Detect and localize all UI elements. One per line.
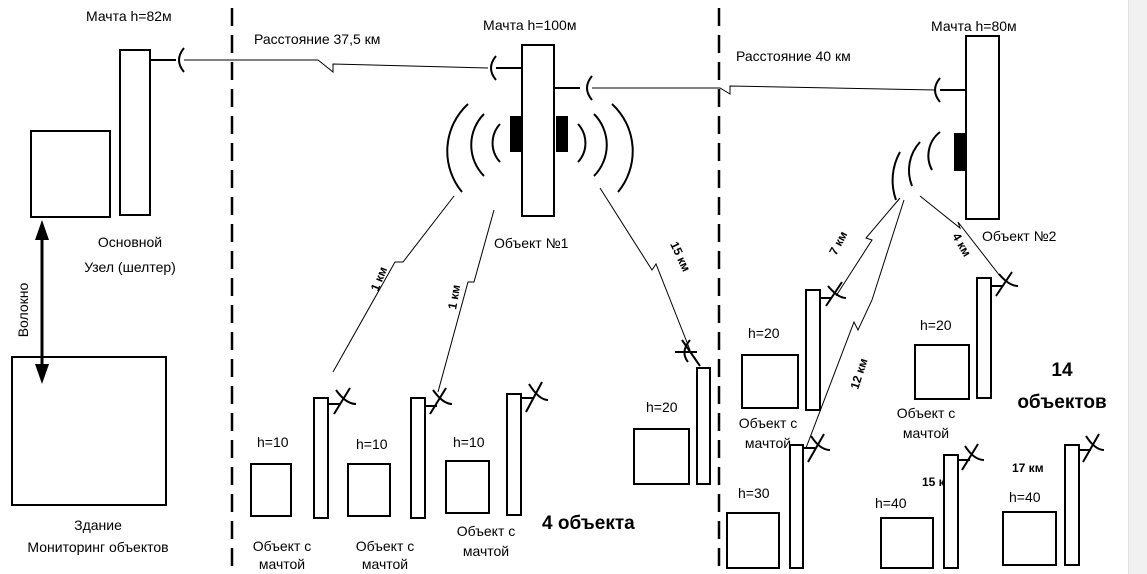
- main-node-label-line2: Узел (шелтер): [84, 259, 176, 275]
- link-label-7km: 7 км: [826, 229, 850, 258]
- svg-text:Объект с: Объект с: [457, 523, 516, 539]
- link-label-15km: 15 км: [667, 239, 693, 274]
- antenna-icon: [150, 47, 185, 73]
- distance-2-label: Расстояние 40 км: [736, 48, 851, 64]
- group-2-count-line1: 14: [1051, 360, 1073, 381]
- main-node-label-line1: Основной: [98, 234, 162, 250]
- window-edge: [1128, 0, 1147, 574]
- fiber-link-arrow: [35, 220, 49, 384]
- antenna-icon: [425, 387, 453, 415]
- building-label-line1: Здание: [74, 517, 122, 533]
- svg-text:Объект с: Объект с: [739, 415, 798, 431]
- svg-text:h=20: h=20: [748, 325, 780, 341]
- svg-text:мачтой: мачтой: [903, 425, 949, 441]
- svg-text:мачтой: мачтой: [259, 556, 305, 572]
- svg-text:h=40: h=40: [1009, 489, 1041, 505]
- antenna-icon: [328, 387, 357, 415]
- object-2-mast-label: Мачта h=80м: [931, 18, 1017, 34]
- svg-text:h=10: h=10: [356, 436, 388, 452]
- object-2-label: Объект №2: [982, 228, 1057, 244]
- radio-link-7km: [835, 197, 901, 297]
- svg-text:мачтой: мачтой: [463, 543, 509, 559]
- svg-text:h=20: h=20: [646, 399, 678, 415]
- object-with-mast: h=20 Объект с мачтой: [739, 281, 847, 451]
- radio-link-backbone-1: [184, 59, 489, 74]
- object-1-panel-right: [556, 116, 568, 152]
- monitoring-building: [11, 356, 167, 506]
- object-1-mast-label: Мачта h=100м: [483, 17, 576, 33]
- svg-text:h=20: h=20: [920, 317, 952, 333]
- building-label-line2: Мониторинг объектов: [27, 539, 168, 555]
- radio-waves-right: [577, 103, 634, 193]
- antenna-icon: [675, 339, 701, 367]
- radio-link-4km: [919, 195, 1001, 277]
- fiber-label: Волокно: [15, 283, 31, 338]
- svg-text:h=10: h=10: [257, 434, 289, 450]
- antenna-icon: [991, 271, 1019, 297]
- object-2-panel: [954, 133, 966, 171]
- object-with-mast: h=30: [726, 433, 831, 569]
- main-node-shelter: [30, 130, 111, 218]
- radio-link-1km-a: [332, 195, 455, 373]
- distance-1-label: Расстояние 37,5 км: [254, 31, 380, 47]
- svg-text:h=40: h=40: [875, 495, 907, 511]
- object-with-mast: h=10 Объект с мачтой: [347, 387, 453, 572]
- antenna-icon: [554, 75, 593, 101]
- antenna-icon: [490, 55, 522, 81]
- antenna-icon: [934, 77, 966, 103]
- object-with-mast: h=20 Объект с мачтой: [897, 271, 1019, 441]
- object-with-mast: h=40: [875, 443, 985, 569]
- object-with-mast: h=20: [633, 339, 711, 485]
- radio-link-15km: [599, 187, 691, 351]
- radio-link-12km: [805, 199, 905, 449]
- svg-text:Объект с: Объект с: [253, 538, 312, 554]
- object-1-mast: [521, 44, 555, 217]
- main-mast: [119, 49, 151, 216]
- link-label-17km: 17 км: [1012, 461, 1044, 475]
- antenna-icon: [521, 381, 549, 413]
- object-with-mast: h=10 Объект с мачтой: [445, 381, 549, 559]
- antenna-icon: [820, 281, 847, 307]
- object-with-mast: h=40: [1002, 433, 1105, 566]
- group-2-count-line2: объектов: [1017, 392, 1106, 413]
- radio-waves-left: [446, 103, 501, 193]
- antenna-icon: [1079, 433, 1105, 463]
- svg-text:мачтой: мачтой: [745, 435, 791, 451]
- link-label-1km-a: 1 км: [368, 265, 390, 293]
- radio-waves-object-2: [891, 131, 941, 201]
- main-mast-label: Мачта h=82м: [86, 8, 172, 24]
- radio-link-backbone-2: [592, 85, 937, 95]
- svg-text:h=30: h=30: [738, 485, 770, 501]
- link-label-1km-b: 1 км: [445, 283, 463, 310]
- object-2-mast: [965, 35, 1000, 220]
- object-with-mast: h=10 Объект с мачтой: [250, 387, 357, 572]
- svg-text:h=10: h=10: [453, 434, 485, 450]
- antenna-icon: [803, 433, 831, 463]
- object-1-panel-left: [510, 116, 522, 152]
- object-1-label: Объект №1: [494, 235, 569, 251]
- link-label-4km: 4 км: [949, 231, 974, 260]
- radio-link-1km-b: [437, 209, 495, 393]
- group-1-count: 4 объекта: [542, 513, 635, 534]
- svg-text:Объект с: Объект с: [897, 405, 956, 421]
- svg-text:мачтой: мачтой: [362, 556, 408, 572]
- link-label-12km: 12 км: [848, 356, 871, 390]
- svg-text:Объект с: Объект с: [356, 538, 415, 554]
- antenna-icon: [958, 443, 985, 471]
